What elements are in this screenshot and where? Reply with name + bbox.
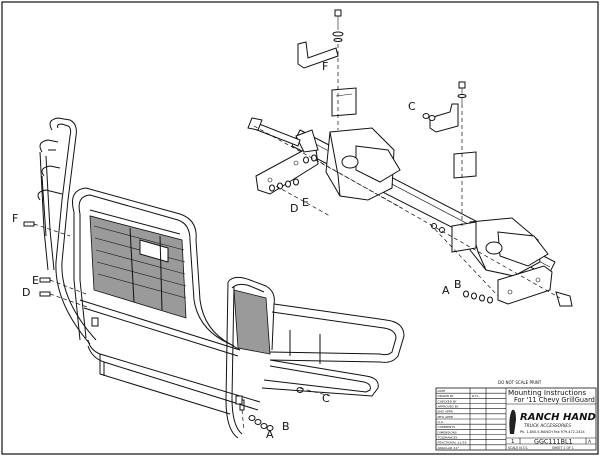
upper-clamp-bracket xyxy=(331,87,357,117)
f-bracket-top xyxy=(297,41,339,69)
company-sub: TRUCK ACCESSORIES xyxy=(524,423,571,429)
revision: A xyxy=(588,439,592,445)
title-line-2: For '11 Chevy GrillGuard xyxy=(514,396,595,404)
title-block-row-label: DRAWN BY xyxy=(438,394,454,398)
title-block-row-label: TOLERANCES xyxy=(437,435,458,439)
do-not-scale-note: DO NOT SCALE PRINT xyxy=(498,380,542,385)
company-name: RANCH HAND xyxy=(520,412,596,423)
grill-guard xyxy=(37,117,405,439)
callout-e-left: E xyxy=(32,274,39,287)
title-block-row-label: FRACTIONAL ±1/16 xyxy=(438,441,467,445)
callout-b-bottom: B xyxy=(282,420,290,433)
callout-d-mid: D xyxy=(290,202,298,215)
frame-bracket-assembly xyxy=(247,41,573,307)
title-block-row-value: R.T.L. xyxy=(472,394,480,398)
title-block-row-label: ANGULAR ±1° xyxy=(438,446,460,450)
scale-note: SCALE N.T.S. xyxy=(508,446,528,450)
title-block-row-label: COMMENTS xyxy=(438,425,456,429)
callout-a-bottom: A xyxy=(266,428,274,441)
sheet-note: SHEET 1 OF 1 xyxy=(552,446,574,450)
c-bracket xyxy=(429,103,459,133)
company-contact: Ph. 1-800-5-RANCH Fax 979-472-2414 xyxy=(520,430,585,434)
callout-e-mid: E xyxy=(302,196,309,209)
title-block-row-label: DIMENSIONS xyxy=(438,430,457,434)
callout-f-left: F xyxy=(12,212,18,225)
title-line-1: Mounting Instructions xyxy=(508,388,586,397)
title-block-row-label: DATE xyxy=(438,389,446,393)
mesh-panel-right xyxy=(233,289,271,355)
callout-f-top: F xyxy=(322,60,328,73)
part-number: GGC111BL1 xyxy=(534,438,573,446)
title-block-row-label: Q.A. xyxy=(438,420,444,424)
callout-d-left: D xyxy=(22,286,30,299)
title-block-row-label: CHECKED BY xyxy=(438,399,457,403)
callout-a-right: A xyxy=(442,284,450,297)
lower-clamp-bracket xyxy=(451,221,477,253)
callout-b-right: B xyxy=(454,278,462,291)
sheet-number: 1 xyxy=(511,439,515,445)
title-block-row-label: APPROVED BY xyxy=(438,404,459,408)
title-block-row-label: MFG APPR xyxy=(438,415,453,419)
callout-labels: F C D E F E D A B C A B xyxy=(12,60,462,441)
callout-c-bottom: C xyxy=(322,392,330,405)
mid-clamp-bracket xyxy=(453,151,477,179)
title-block-row-label: ENG APPR xyxy=(438,410,453,414)
hardware-stacks xyxy=(23,9,493,431)
callout-c-top: C xyxy=(408,100,416,113)
ranch-hand-logo: RANCH HAND TRUCK ACCESSORIES Ph. 1-800-5… xyxy=(509,409,596,434)
